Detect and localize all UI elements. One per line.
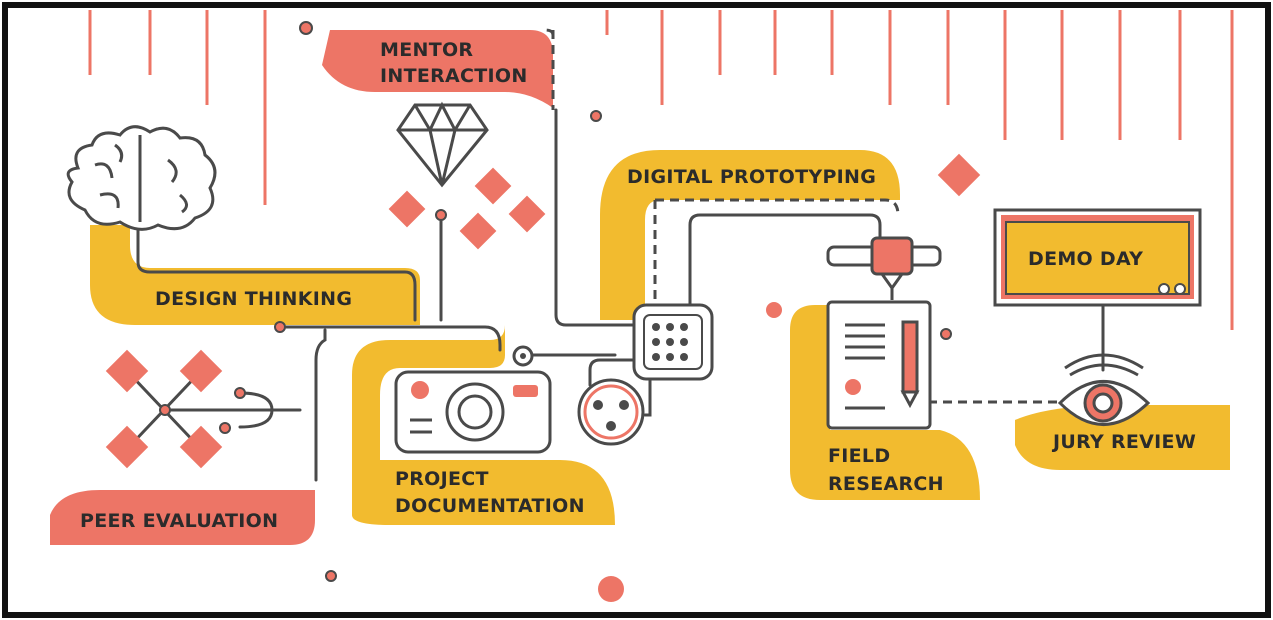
peer-evaluation-bg xyxy=(50,490,315,545)
monitor-icon xyxy=(993,208,1202,307)
diamond-gem-icon xyxy=(396,101,489,188)
project-documentation-label-line2: DOCUMENTATION xyxy=(395,495,585,517)
field-research-label-line1: FIELD xyxy=(828,445,890,467)
document-pencil-icon xyxy=(826,300,932,430)
mentor-interaction-label-line2: INTERACTION xyxy=(380,65,528,87)
mentor-interaction-bg xyxy=(322,30,553,108)
brain-icon xyxy=(66,125,217,231)
demo-day-label: DEMO DAY xyxy=(1028,248,1143,270)
jury-review-bg xyxy=(1015,405,1230,470)
field-research-label-line2: RESEARCH xyxy=(828,473,944,495)
decorative-dots xyxy=(219,21,952,602)
camera-icon xyxy=(394,370,552,454)
lens-knob-dot xyxy=(520,353,526,359)
keypad-icon xyxy=(632,303,714,381)
mentor-interaction-label-line1: MENTOR xyxy=(380,39,473,61)
film-reel-icon xyxy=(577,378,645,446)
project-documentation-label-line1: PROJECT xyxy=(395,468,489,490)
eye-icon xyxy=(1057,353,1151,426)
jury-review-label: JURY REVIEW xyxy=(1051,431,1196,453)
digital-prototyping-bg xyxy=(600,150,900,320)
connector-lines xyxy=(136,108,1105,482)
network-node-icon xyxy=(105,349,223,469)
design-thinking-bg xyxy=(90,225,420,325)
field-research-bg xyxy=(790,305,980,500)
digital-prototyping-label: DIGITAL PROTOTYPING xyxy=(627,166,876,188)
dashed-connectors xyxy=(544,28,1065,404)
3d-printer-icon xyxy=(826,236,942,300)
decorative-vertical-lines xyxy=(88,10,1234,330)
project-documentation-bg xyxy=(352,325,615,525)
peer-evaluation-label: PEER EVALUATION xyxy=(80,510,278,532)
design-thinking-label: DESIGN THINKING xyxy=(155,288,352,310)
